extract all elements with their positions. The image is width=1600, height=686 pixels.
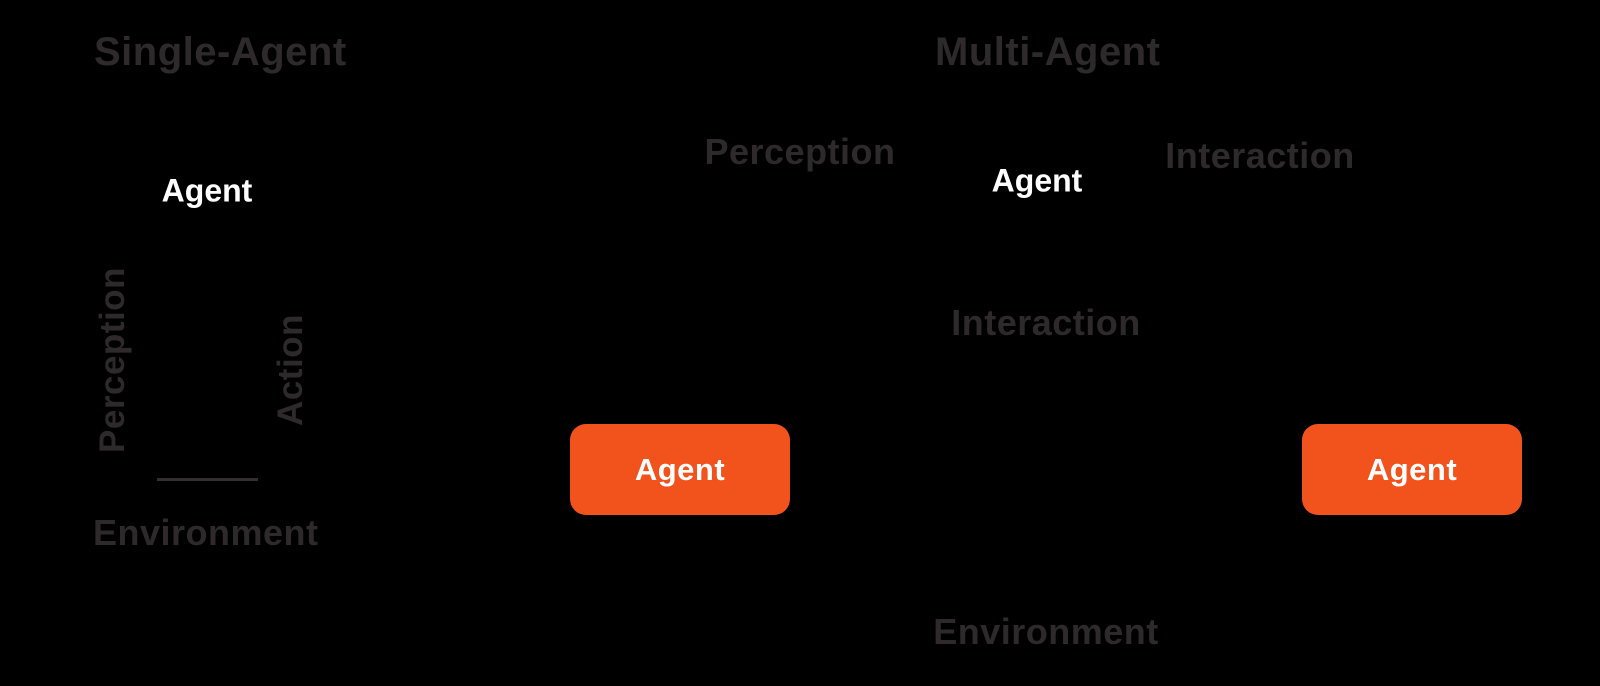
single-agent-node-label: Agent [161, 172, 253, 209]
multi-agent-orange-box: Agent [1302, 424, 1522, 515]
multi-agent-interaction-middle-label: Interaction [951, 302, 1141, 343]
single-agent-perception-label: Perception [93, 267, 132, 453]
single-agent-orange-box-label: Agent [634, 451, 726, 487]
multi-agent-environment-label: Environment [933, 611, 1159, 652]
single-agent-action-label: Action [271, 314, 310, 426]
environment-boundary-line [157, 478, 258, 481]
multi-agent-perception-label: Perception [704, 131, 896, 172]
single-agent-title: Single-Agent [94, 30, 347, 74]
single-agent-orange-box: Agent [570, 424, 790, 515]
multi-agent-interaction-top-label: Interaction [1165, 135, 1355, 176]
single-agent-environment-label: Environment [93, 512, 319, 553]
multi-agent-node-label: Agent [991, 162, 1083, 199]
multi-agent-title: Multi-Agent [935, 30, 1161, 74]
multi-agent-orange-box-label: Agent [1366, 451, 1458, 487]
